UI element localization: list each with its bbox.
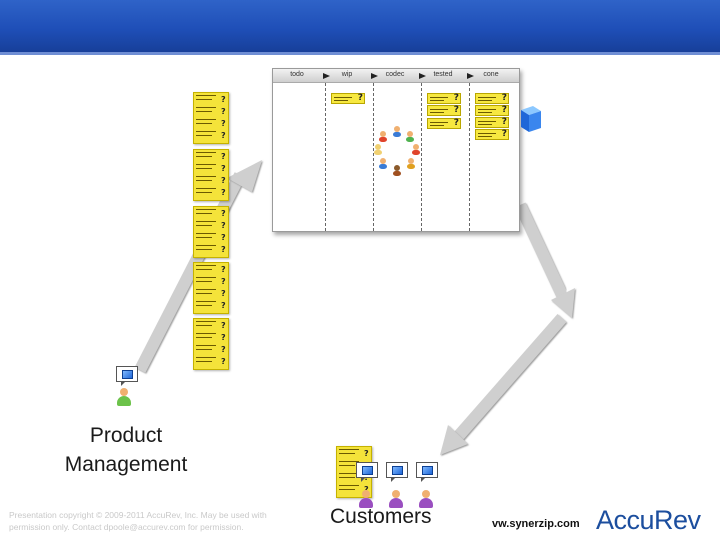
column-divider bbox=[469, 83, 470, 231]
card-group-1: ? ? ? ? bbox=[196, 95, 226, 140]
board-header: todo wip codec tested cone bbox=[273, 69, 519, 83]
card-group-4: ? ? ? ? bbox=[196, 265, 226, 310]
task-card: ? bbox=[427, 105, 461, 116]
task-card: ? bbox=[475, 117, 509, 128]
person-icon bbox=[116, 388, 132, 406]
svg-text:?: ? bbox=[221, 321, 226, 330]
svg-text:?: ? bbox=[221, 221, 226, 230]
svg-text:?: ? bbox=[221, 119, 226, 128]
svg-text:?: ? bbox=[221, 333, 226, 342]
svg-text:?: ? bbox=[221, 152, 226, 161]
column-codec: codec bbox=[385, 71, 405, 78]
svg-text:?: ? bbox=[221, 233, 226, 242]
backlog-cards: ? ? ? ? ? ? ? ? ? ? ? ? ? ? ? ? ? ? ? ? bbox=[196, 95, 226, 366]
column-tested: tested bbox=[433, 71, 453, 78]
svg-text:?: ? bbox=[221, 209, 226, 218]
task-card: ? bbox=[475, 129, 509, 140]
customers-label: Customers bbox=[330, 505, 432, 528]
task-card: ? bbox=[427, 93, 461, 104]
svg-text:?: ? bbox=[221, 176, 226, 185]
svg-text:?: ? bbox=[221, 357, 226, 366]
kanban-board: todo wip codec tested cone ? ? ? ? ? ? ?… bbox=[272, 68, 520, 232]
task-card: ? bbox=[427, 118, 461, 129]
person-icon bbox=[418, 490, 434, 508]
task-card: ? bbox=[331, 93, 365, 104]
svg-text:?: ? bbox=[221, 131, 226, 140]
arrow-icon bbox=[323, 73, 330, 79]
person-icon bbox=[358, 490, 374, 508]
column-todo: todo bbox=[290, 71, 304, 78]
column-divider bbox=[325, 83, 326, 231]
person-icon bbox=[374, 126, 420, 176]
card-group-2: ? ? ? ? bbox=[196, 152, 226, 197]
arrow-icon bbox=[419, 73, 426, 79]
svg-text:?: ? bbox=[364, 449, 369, 458]
accurev-logo: AccuRev bbox=[596, 505, 701, 535]
arrow-board-to-right bbox=[514, 202, 568, 298]
svg-text:?: ? bbox=[221, 95, 226, 104]
header-bar bbox=[0, 0, 720, 52]
svg-text:?: ? bbox=[221, 164, 226, 173]
card-group-3: ? ? ? ? bbox=[196, 209, 226, 254]
column-divider bbox=[373, 83, 374, 231]
svg-text:?: ? bbox=[221, 245, 226, 254]
svg-text:?: ? bbox=[221, 188, 226, 197]
speech-bubble-icon bbox=[386, 462, 408, 482]
svg-text:?: ? bbox=[221, 301, 226, 310]
speech-bubble-icon bbox=[416, 462, 438, 482]
arrow-icon bbox=[371, 73, 378, 79]
svg-text:?: ? bbox=[221, 107, 226, 116]
svg-text:?: ? bbox=[221, 345, 226, 354]
arrow-board-to-right-head bbox=[551, 288, 575, 318]
column-divider bbox=[421, 83, 422, 231]
arrow-pm-to-board-head bbox=[227, 160, 262, 192]
person-icon bbox=[388, 490, 404, 508]
header-underline bbox=[0, 52, 720, 55]
copyright-text: Presentation copyright © 2009-2011 AccuR… bbox=[9, 510, 267, 532]
product-management-label: Product Management bbox=[64, 424, 188, 476]
svg-text:?: ? bbox=[221, 289, 226, 298]
arrow-icon bbox=[467, 73, 474, 79]
speech-bubble-icon bbox=[116, 366, 138, 386]
blue-cube-icon bbox=[521, 106, 541, 132]
task-card: ? bbox=[475, 93, 509, 104]
arrow-to-customers bbox=[450, 314, 567, 444]
svg-text:?: ? bbox=[221, 277, 226, 286]
svg-text:?: ? bbox=[221, 265, 226, 274]
team-circle bbox=[374, 126, 420, 176]
task-card: ? bbox=[475, 105, 509, 116]
card-group-5: ? ? ? ? bbox=[196, 321, 226, 366]
svg-text:?: ? bbox=[364, 485, 369, 494]
column-cone: cone bbox=[483, 71, 499, 78]
arrow-to-customers-head bbox=[440, 425, 468, 455]
website-link[interactable]: vw.synerzip.com bbox=[492, 518, 580, 530]
column-wip: wip bbox=[341, 71, 353, 78]
speech-bubble-icon bbox=[356, 462, 378, 482]
